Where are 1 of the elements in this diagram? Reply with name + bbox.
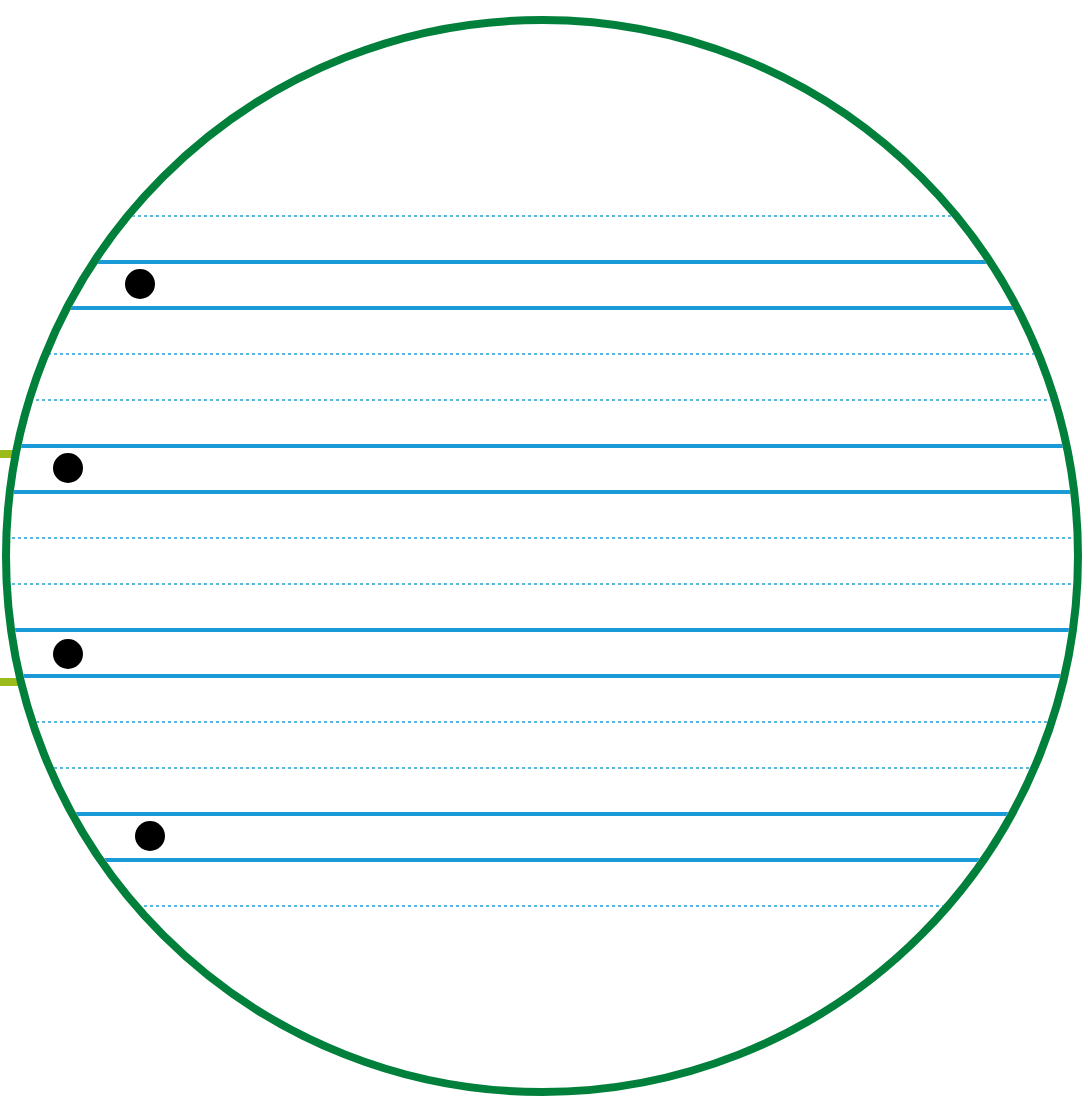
circle-frame: [2, 16, 1082, 1096]
